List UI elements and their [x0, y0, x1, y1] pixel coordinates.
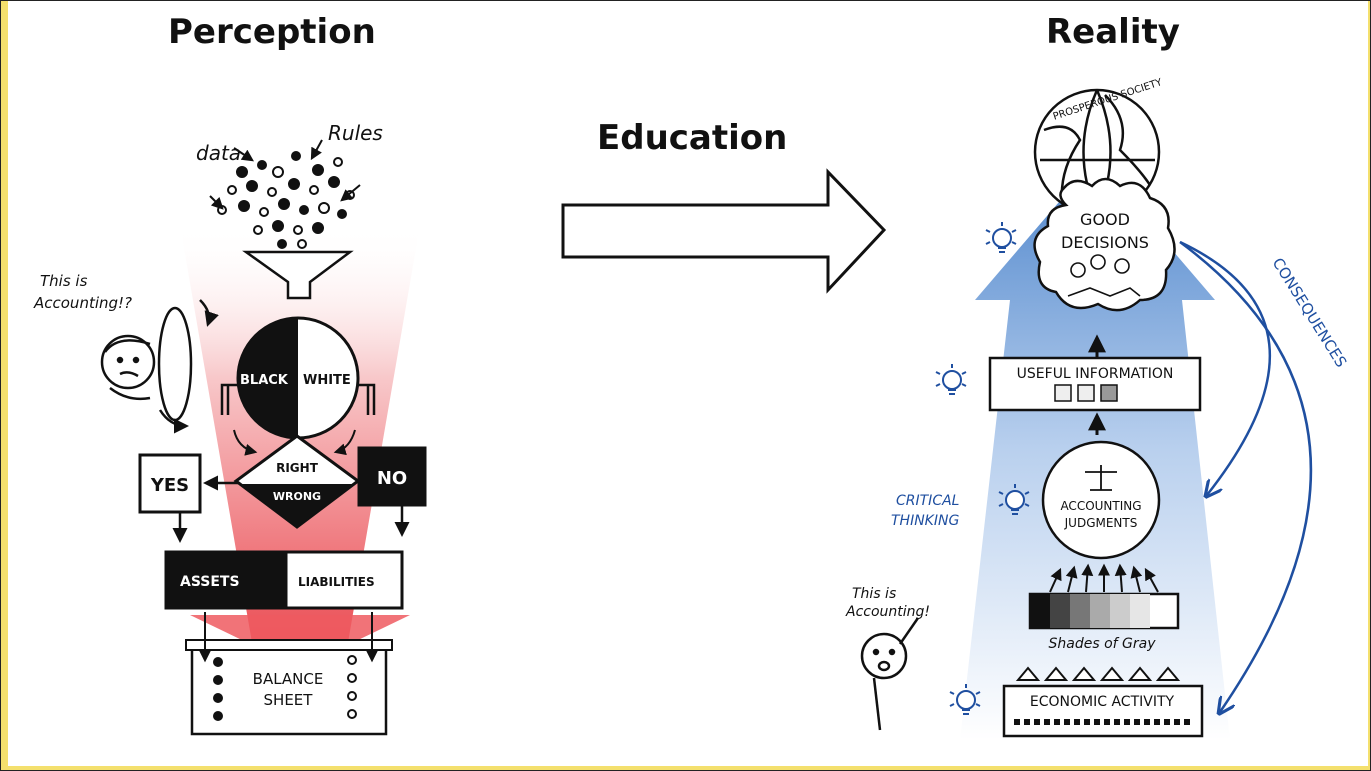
- rules-arrow: [310, 139, 323, 161]
- yes-label: YES: [150, 475, 189, 496]
- assets-box: [164, 550, 288, 610]
- balance-sheet-box: [190, 646, 388, 736]
- liabilities-box: [284, 550, 404, 610]
- people-icon: [1067, 254, 1141, 297]
- black-label: BLACK: [240, 373, 289, 388]
- lightbulb-icons: [935, 222, 1030, 715]
- data-arrow: [233, 147, 254, 162]
- right-input-arrow: [340, 184, 361, 202]
- no-label: NO: [377, 468, 407, 489]
- black-half: [238, 318, 298, 438]
- accounting-judgments-circle: [1041, 440, 1161, 560]
- reality-diagram: PROSPEROUS SOCIETY GOOD DECISIONS USEFUL…: [845, 77, 1350, 740]
- yes-box: [138, 453, 202, 514]
- education-heading: Education: [597, 118, 788, 158]
- reality-person-caption-line2: Accounting!: [845, 604, 930, 620]
- lightbulb-icon-decisions: [985, 222, 1017, 253]
- reality-person-caption-line1: This is: [852, 586, 896, 602]
- lightbulb-icon-economic: [949, 684, 981, 715]
- confused-person-icon: [100, 299, 219, 434]
- assets-label: ASSETS: [180, 574, 240, 590]
- scale-icon: [1085, 465, 1117, 491]
- lightbulb-icon-critical: [998, 484, 1030, 515]
- data-label: data: [196, 141, 241, 165]
- liabilities-label: LIABILITIES: [298, 575, 375, 589]
- perception-heading: Perception: [168, 12, 376, 52]
- lightbulb-icon-information: [935, 364, 967, 395]
- chart-icons: [1054, 384, 1118, 402]
- left-pipe: [220, 383, 238, 415]
- consequences-arrow-to-economy: [1179, 240, 1313, 712]
- white-label: WHITE: [303, 373, 351, 388]
- critical-label: CRITICAL: [896, 493, 959, 509]
- good-decisions-cloud: [1033, 177, 1176, 312]
- education-arrow: [561, 168, 887, 294]
- person-caption-line2: Accounting!?: [33, 294, 132, 312]
- right-pipe: [358, 383, 376, 415]
- judgment-arrows: [1049, 563, 1159, 593]
- data-dots: [217, 151, 355, 249]
- happy-person-icon: [860, 617, 920, 731]
- perception-diagram: data Rules BLACK WHITE: [33, 121, 427, 736]
- sheet-label: SHEET: [264, 691, 314, 709]
- shades-of-gray-label: Shades of Gray: [1049, 636, 1157, 652]
- wrong-label: WRONG: [273, 490, 321, 503]
- right-label: RIGHT: [276, 461, 319, 475]
- good-label: GOOD: [1080, 210, 1130, 229]
- economic-activity-box: [1002, 684, 1204, 738]
- rules-label: Rules: [328, 121, 383, 145]
- no-box: [357, 446, 427, 507]
- reality-heading: Reality: [1046, 12, 1180, 52]
- consequences-arrow-to-judgments: [1179, 240, 1272, 495]
- accounting-label: ACCOUNTING: [1060, 499, 1141, 513]
- decisions-label: DECISIONS: [1061, 233, 1149, 252]
- funnel-icon: [242, 250, 354, 300]
- balance-label: BALANCE: [253, 670, 324, 688]
- thinking-label: THINKING: [891, 513, 959, 529]
- sheet-dots: [213, 655, 357, 721]
- judgments-label: JUDGMENTS: [1064, 516, 1138, 530]
- useful-information-label: USEFUL INFORMATION: [1017, 366, 1174, 382]
- economic-activity-label: ECONOMIC ACTIVITY: [1030, 694, 1175, 710]
- useful-information-box: [988, 356, 1202, 412]
- house-arrows: [1015, 666, 1181, 681]
- person-caption-line1: This is: [40, 272, 88, 290]
